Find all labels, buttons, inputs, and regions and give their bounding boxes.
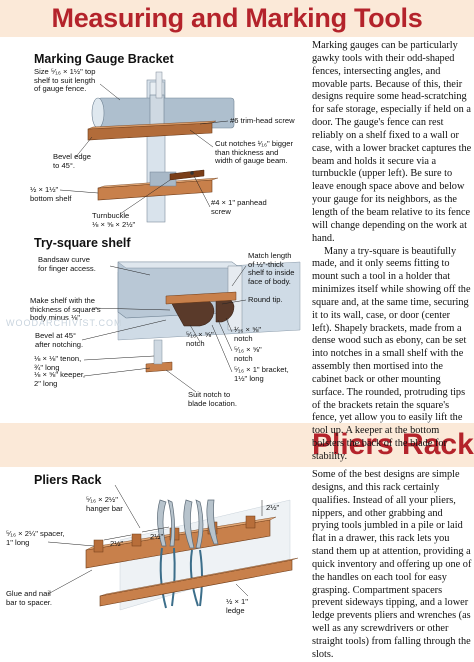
- label-tenon: ⅛ × ⅛" tenon, ¾" long: [34, 354, 82, 372]
- illustrations: [47, 71, 301, 611]
- heading-try-square: Try-square shelf: [34, 236, 131, 250]
- label-notch-small: ¹⁄₁₆ × ⅝" notch: [234, 325, 262, 343]
- label-bevel-45: Bevel at 45° after notching.: [35, 331, 84, 349]
- spacer: [131, 533, 142, 547]
- label-suit-notch: Suit notch to blade location.: [188, 390, 237, 408]
- section-title-pliers: Pliers Rack: [312, 428, 474, 461]
- label-panhead-screw: #4 × 1" panhead screw: [211, 198, 267, 216]
- try-square-illustration: [81, 261, 301, 393]
- turnbuckle: [169, 169, 205, 181]
- title-band-pliers: [0, 423, 474, 467]
- watermark: WOODARCHIVIST.COM: [6, 318, 123, 328]
- label-top-shelf: Size ⁵⁄₁₆ × 1½" top shelf to suit length…: [34, 67, 96, 94]
- label-notch-b: ⁵⁄₁₆ × ⅝" notch: [234, 345, 262, 363]
- label-bracket: ⁵⁄₁₆ × 1" bracket, 1½" long: [234, 365, 289, 383]
- label-notch-a: ⁵⁄₁₆ × ⅝" notch: [186, 330, 214, 348]
- paragraph-gauge: Marking gauges can be particularly gawky…: [312, 40, 472, 244]
- label-hanger-bar: ⁵⁄₁₆ × 2½" hanger bar: [86, 495, 123, 513]
- label-cut-notches: Cut notches ¹⁄₁₆" bigger than thickness …: [215, 139, 293, 166]
- title-band-measuring: [0, 0, 474, 37]
- label-round-tip: Round tip.: [248, 295, 283, 304]
- label-trim-screw: #6 trim-head screw: [230, 116, 295, 125]
- label-keeper: ⅛ × ⅝" keeper, 2" long: [34, 370, 86, 388]
- label-bottom-shelf: ½ × 1½" bottom shelf: [30, 185, 72, 203]
- spacer: [93, 539, 104, 553]
- square-shelf: [165, 291, 237, 305]
- article-text-measuring: Marking gauges can be particularly gawky…: [312, 40, 472, 464]
- pliers-tools: [157, 499, 219, 549]
- heading-marking-gauge: Marking Gauge Bracket: [34, 52, 174, 66]
- label-ledge: ½ × 1" ledge: [226, 597, 248, 615]
- label-glue-nail: Glue and nail bar to spacer.: [6, 589, 53, 607]
- label-spacer: ⁵⁄₁₆ × 2¼" spacer, 1" long: [6, 529, 65, 547]
- label-bandsaw: Bandsaw curve for finger access.: [38, 255, 96, 273]
- section-title-measuring: Measuring and Marking Tools: [51, 3, 423, 33]
- gauge-beam-end: [91, 97, 105, 129]
- label-dim-a: 2½": [110, 539, 124, 548]
- label-dim-b: 2½": [150, 532, 164, 541]
- square-keeper: [145, 361, 173, 373]
- panhead-screw: [190, 171, 194, 175]
- label-dim-c: 2½": [266, 503, 280, 512]
- pliers-rack-illustration: [47, 484, 299, 611]
- paragraph-try-square: Many a try-square is beautifully made, a…: [312, 245, 471, 463]
- spacer: [245, 515, 256, 529]
- label-make-shelf: Make shelf with the thickness of square'…: [30, 296, 101, 323]
- label-match-length: Match length of ½"-thick shelf to inside…: [248, 251, 295, 286]
- heading-pliers-rack: Pliers Rack: [34, 473, 102, 487]
- gauge-pin: [155, 71, 163, 99]
- marking-gauge-illustration: [59, 71, 235, 223]
- label-bevel: Bevel edge to 45°.: [53, 152, 91, 170]
- label-turnbuckle: Turnbuckle ⅛ × ⅝ × 2½": [92, 211, 136, 229]
